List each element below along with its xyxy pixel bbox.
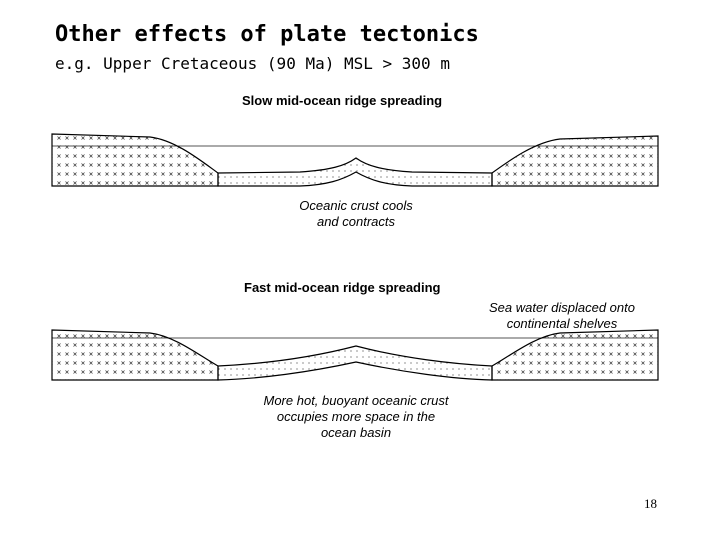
slow-oceanic-crust [217, 157, 493, 187]
fast-note-line2: continental shelves [507, 316, 618, 331]
slow-left-continent [51, 133, 219, 187]
fast-caption-line1: More hot, buoyant oceanic crust [264, 393, 450, 408]
slide-title: Other effects of plate tectonics [55, 22, 479, 47]
slide-subtitle: e.g. Upper Cretaceous (90 Ma) MSL > 300 … [55, 54, 450, 73]
fast-spreading-profile [51, 329, 659, 381]
fast-caption-line3: ocean basin [321, 425, 391, 440]
fast-caption-line2: occupies more space in the [277, 409, 435, 424]
fast-note-line1: Sea water displaced onto [489, 300, 635, 315]
fast-oceanic-crust [217, 345, 493, 381]
slow-spreading-heading: Slow mid-ocean ridge spreading [242, 93, 442, 108]
slow-spreading-profile [51, 133, 659, 187]
slow-caption-line1: Oceanic crust cools [299, 198, 413, 213]
slow-right-continent [491, 135, 659, 187]
slow-caption-line2: and contracts [317, 214, 396, 229]
fast-spreading-heading: Fast mid-ocean ridge spreading [244, 280, 441, 295]
page-number: 18 [644, 496, 657, 511]
